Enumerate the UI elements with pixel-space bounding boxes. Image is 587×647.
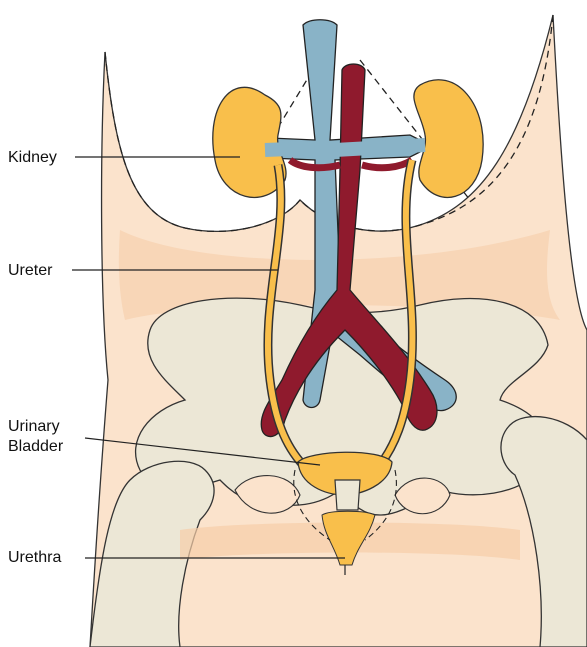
urinary-bladder-label-line2: Bladder [8, 437, 63, 456]
urinary-bladder-label-line1: Urinary [8, 417, 60, 436]
kidney-label: Kidney [8, 148, 57, 167]
renal-vein-right [335, 145, 425, 150]
pubic-symphysis [335, 480, 360, 510]
renal-vein-left [265, 148, 315, 150]
ureter-label: Ureter [8, 261, 52, 280]
renal-artery-right [362, 160, 412, 168]
urethra-label: Urethra [8, 548, 61, 567]
left-kidney [213, 87, 286, 197]
